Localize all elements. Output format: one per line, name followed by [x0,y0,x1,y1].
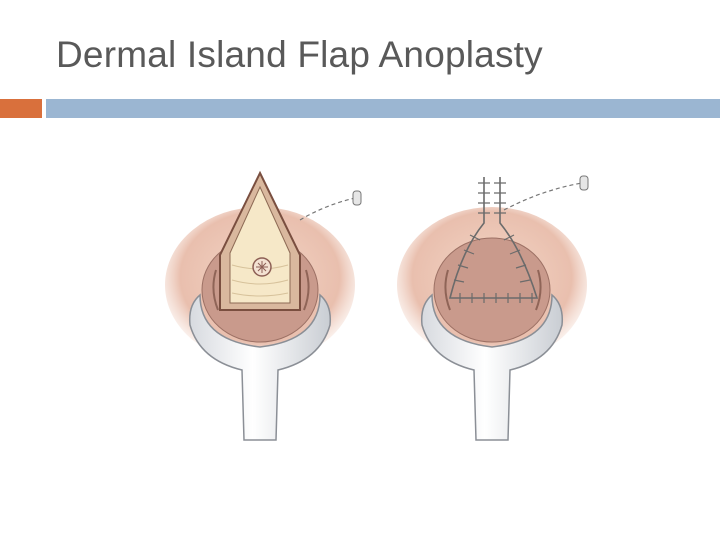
title-underline-bar [46,99,720,118]
slide-title: Dermal Island Flap Anoplasty [56,34,543,75]
suture-thread-icon [299,197,356,221]
retractor-icon [420,293,564,441]
panel-left [165,170,362,441]
surgical-illustration [165,170,589,441]
dermal-island-flap-icon [219,170,301,311]
panel-right [397,175,589,441]
suture-thread-icon [503,182,583,211]
title-accent-bar [0,99,42,118]
retractor-icon [188,293,332,441]
anal-canal-right [433,237,551,343]
suture-line-icon [448,177,539,303]
